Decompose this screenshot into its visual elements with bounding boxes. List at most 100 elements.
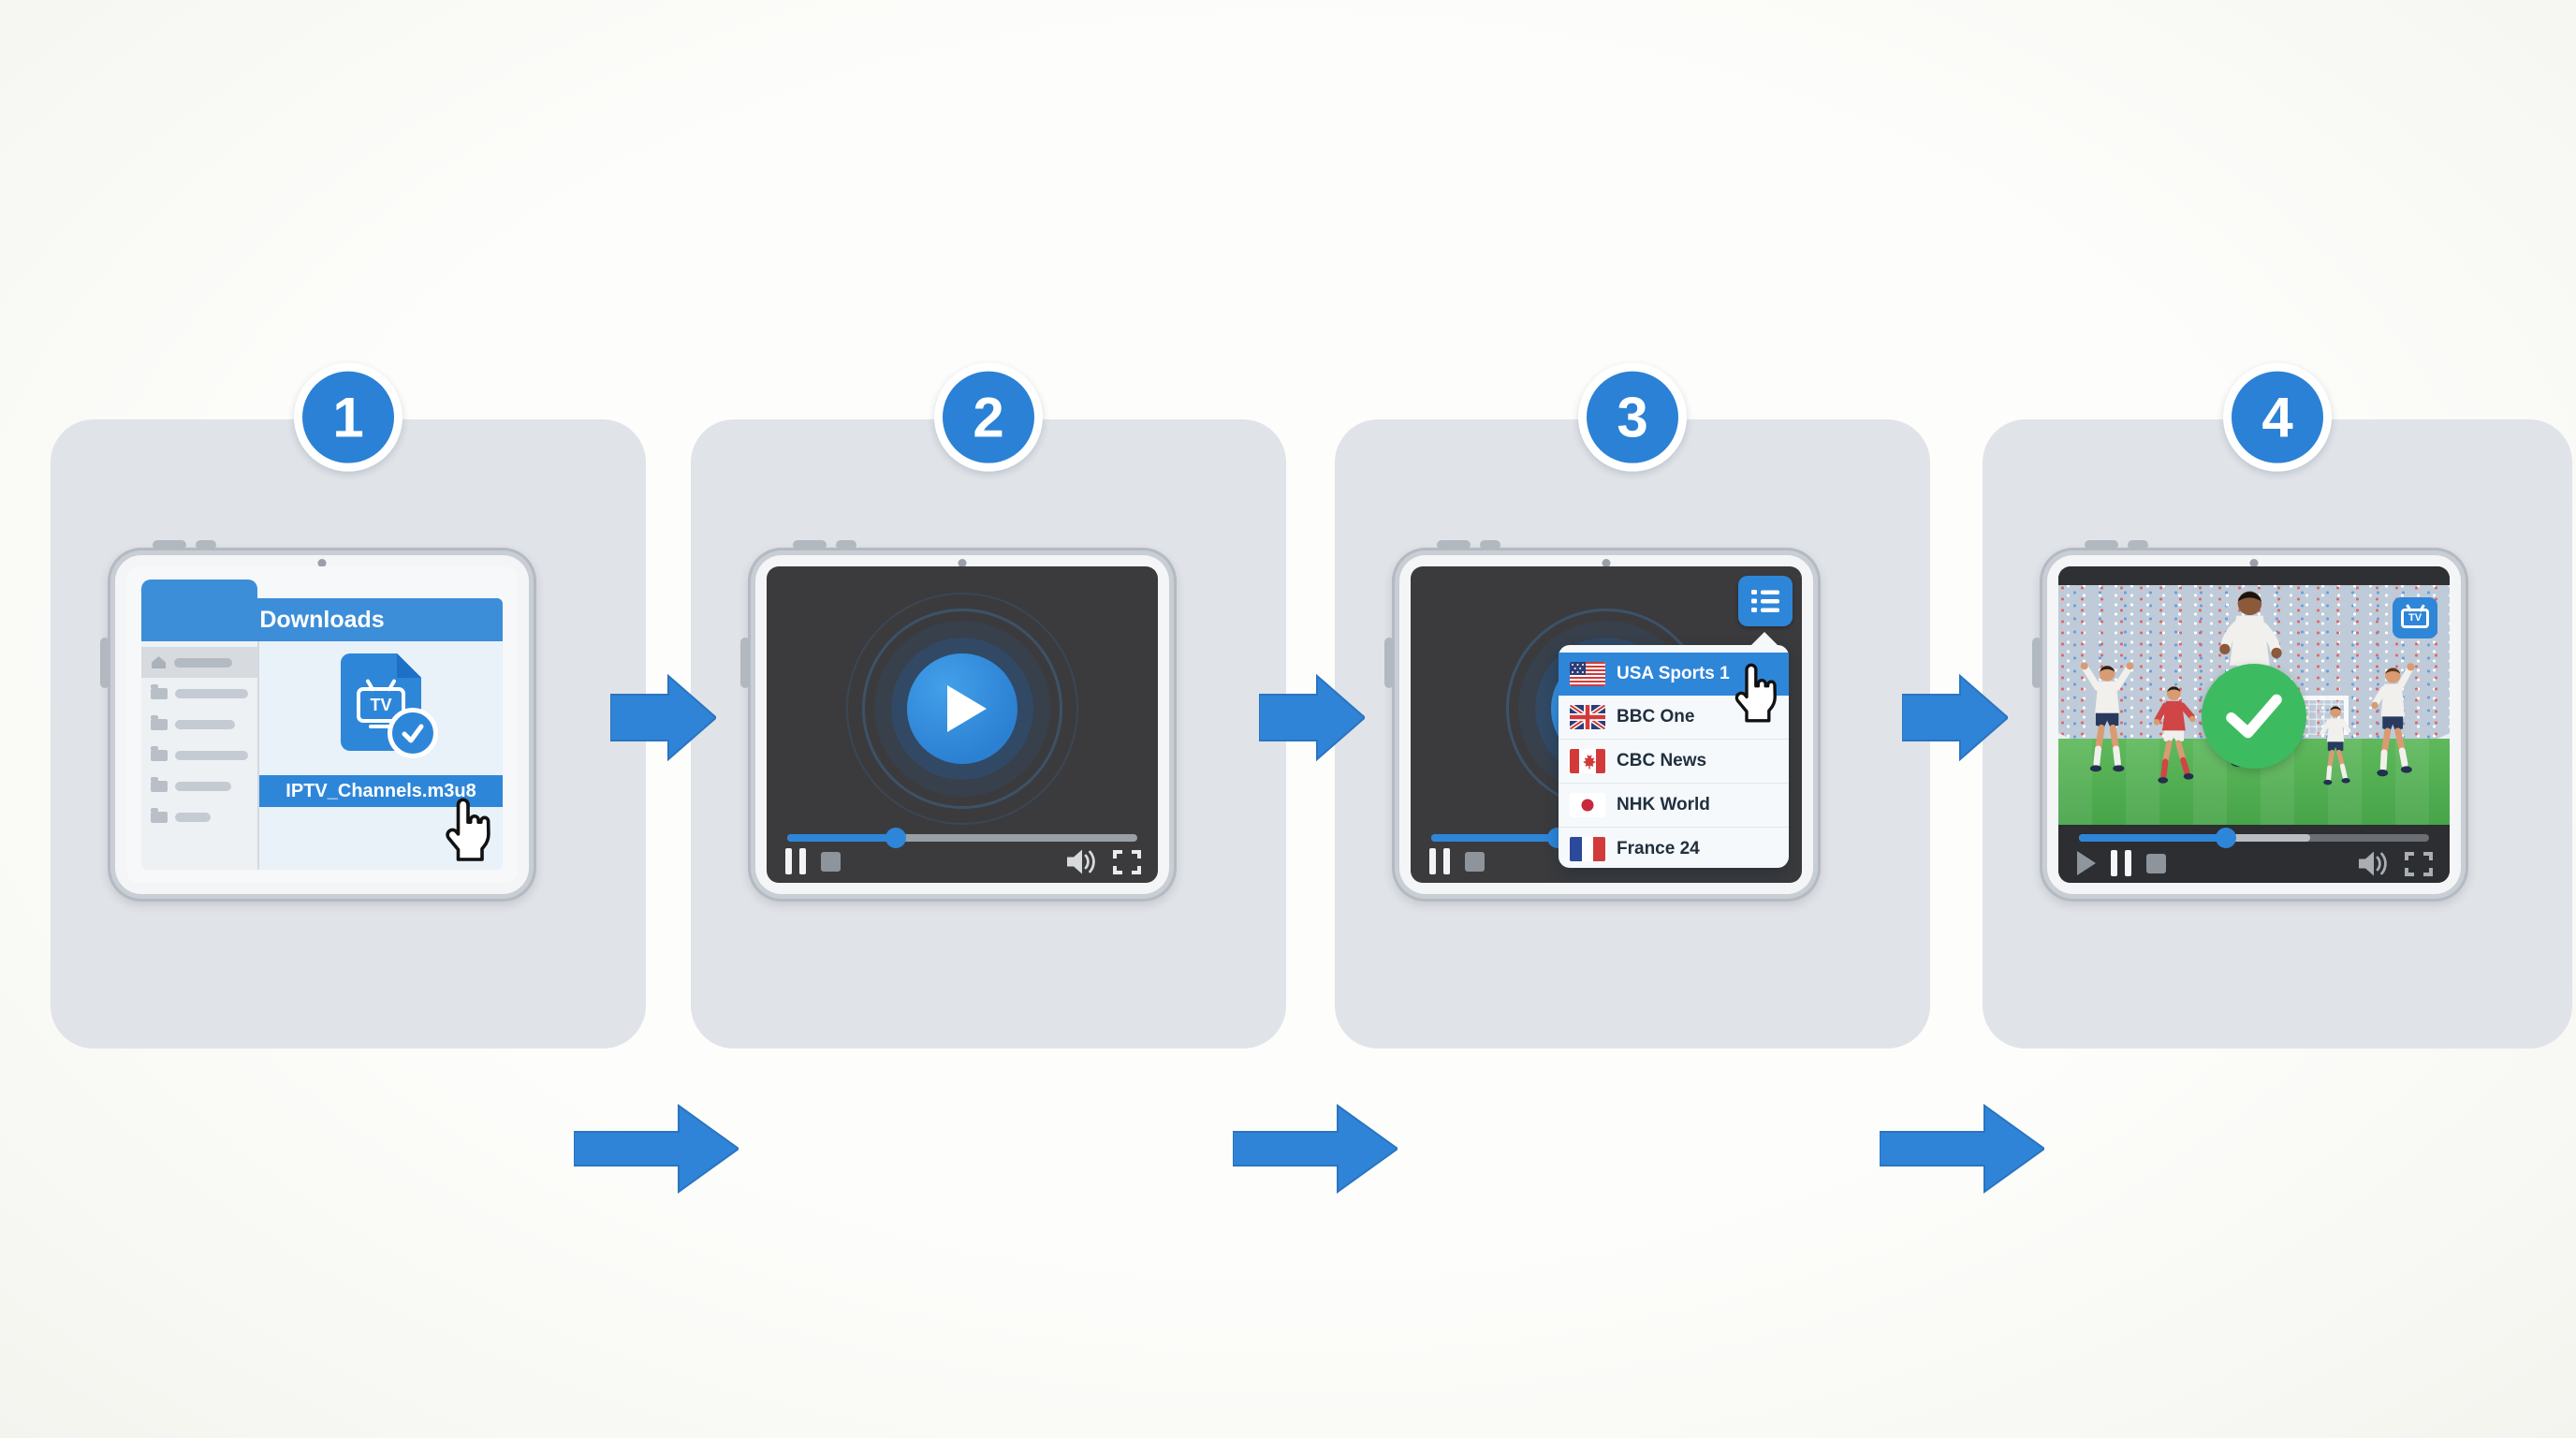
channel-item-cbc-news[interactable]: CBC News [1559, 739, 1789, 783]
step-4-panel: 4 [1983, 362, 2572, 1049]
sidebar-item-folder[interactable] [141, 709, 257, 740]
arrow-right-icon [610, 673, 716, 762]
right-controls [2359, 851, 2433, 876]
raised-arm-player [2371, 663, 2415, 777]
folder-icon [151, 714, 168, 730]
sidebar-item-folder[interactable] [141, 678, 257, 709]
arrow-right-icon [1259, 673, 1365, 762]
sidebar-label-placeholder [175, 781, 231, 791]
pulse-ring-icon [862, 609, 1062, 810]
camera-dot-icon [958, 559, 967, 567]
transport-controls [2077, 850, 2166, 876]
tablet-bezel [755, 555, 1169, 894]
stop-button[interactable] [821, 851, 841, 872]
pause-button[interactable] [1429, 848, 1450, 874]
volume-icon[interactable] [2359, 851, 2390, 876]
page-fold [397, 653, 421, 678]
channel-label: France 24 [1617, 839, 1700, 858]
play-button[interactable] [2077, 851, 2096, 875]
tablet-bezel: Downloads [115, 555, 529, 894]
sidebar-item-folder[interactable] [141, 801, 257, 832]
step-3-badge: 3 [1578, 362, 1687, 472]
channel-label: BBC One [1617, 707, 1695, 726]
volume-button [2085, 540, 2118, 550]
tablet-step-2 [740, 540, 1177, 902]
player-control-bar [2058, 825, 2450, 883]
step-1-panel: 1 Downloads [51, 362, 646, 1049]
file-manager-sidebar [141, 641, 259, 870]
arrow-right-icon [1233, 1104, 1398, 1194]
pause-button[interactable] [785, 848, 806, 874]
japan-flag-icon [1570, 793, 1605, 817]
channel-item-bbc-one[interactable]: BBC One [1559, 696, 1789, 739]
distant-player [2320, 706, 2351, 785]
sidebar-label-placeholder [175, 812, 211, 822]
progress-bar[interactable] [2079, 828, 2429, 848]
folder-icon [151, 776, 168, 792]
menu-pointer [1751, 632, 1778, 645]
tv-stand [369, 725, 393, 728]
file-manager-screen: Downloads [126, 566, 518, 883]
volume-button [1437, 540, 1471, 550]
sidebar-item-folder[interactable] [141, 740, 257, 770]
m3u8-file-icon[interactable]: TV [341, 653, 438, 758]
arrow-right-icon [1902, 673, 2008, 762]
pulse-ring-icon [846, 593, 1078, 826]
channel-label: USA Sports 1 [1617, 664, 1730, 683]
sidebar-item-folder[interactable] [141, 770, 257, 801]
progress-knob[interactable] [2216, 828, 2237, 848]
check-badge-icon [388, 708, 438, 758]
progress-fill [2079, 834, 2227, 842]
progress-bar[interactable] [787, 828, 1137, 848]
channel-item-france-24[interactable]: France 24 [1559, 827, 1789, 871]
tablet-step-3: USA Sports 1 BBC One CBC N [1384, 540, 1821, 902]
tv-icon-label: TV [2408, 612, 2422, 624]
step-number: 3 [1617, 386, 1648, 449]
stop-button[interactable] [2146, 853, 2166, 873]
sidebar-item-home[interactable] [141, 647, 257, 678]
volume-button [153, 540, 186, 550]
right-controls [1067, 849, 1141, 874]
stop-button[interactable] [1465, 851, 1485, 872]
fullscreen-icon[interactable] [2405, 851, 2433, 876]
channel-list-button[interactable] [1738, 576, 1793, 626]
play-icon [947, 685, 987, 733]
arrow-right-icon [1880, 1104, 2044, 1194]
channel-label: NHK World [1617, 795, 1710, 814]
celebrating-player [2080, 662, 2134, 772]
united-kingdom-flag-icon [1570, 705, 1605, 729]
tv-icon-label: TV [370, 695, 392, 714]
progress-fill [787, 834, 896, 842]
volume-icon[interactable] [1067, 849, 1098, 874]
progress-fill [1431, 834, 1558, 842]
step-2-panel: 2 [691, 362, 1286, 1049]
play-button[interactable] [907, 653, 1017, 765]
sidebar-label-placeholder [175, 750, 248, 760]
folder-title-bar: Downloads [141, 598, 503, 641]
file-manager-main-pane: TV IPTV_Channels.m3u8 [259, 641, 503, 870]
step-1-badge: 1 [294, 362, 402, 472]
fullscreen-icon[interactable] [1113, 849, 1141, 874]
pause-button[interactable] [2111, 850, 2131, 876]
channel-item-nhk-world[interactable]: NHK World [1559, 783, 1789, 827]
camera-dot-icon [317, 559, 327, 567]
success-check-icon [2202, 664, 2306, 769]
side-button [2032, 638, 2042, 688]
sidebar-label-placeholder [174, 657, 232, 668]
hand-cursor-icon [437, 793, 493, 864]
tv-app-badge: TV [2393, 597, 2437, 638]
file-manager-body: TV IPTV_Channels.m3u8 [141, 641, 503, 870]
red-team-player [2153, 686, 2196, 784]
progress-knob[interactable] [885, 828, 906, 848]
camera-dot-icon [1602, 559, 1611, 567]
tablet-step-1: Downloads [100, 540, 536, 902]
home-icon [152, 656, 166, 668]
file-manager-window: Downloads [141, 580, 503, 870]
step-number: 4 [2261, 386, 2293, 449]
tv-icon: TV [357, 687, 405, 728]
camera-dot-icon [2249, 559, 2259, 567]
sidebar-label-placeholder [175, 719, 235, 729]
power-button [196, 540, 216, 550]
canada-flag-icon [1570, 749, 1605, 773]
